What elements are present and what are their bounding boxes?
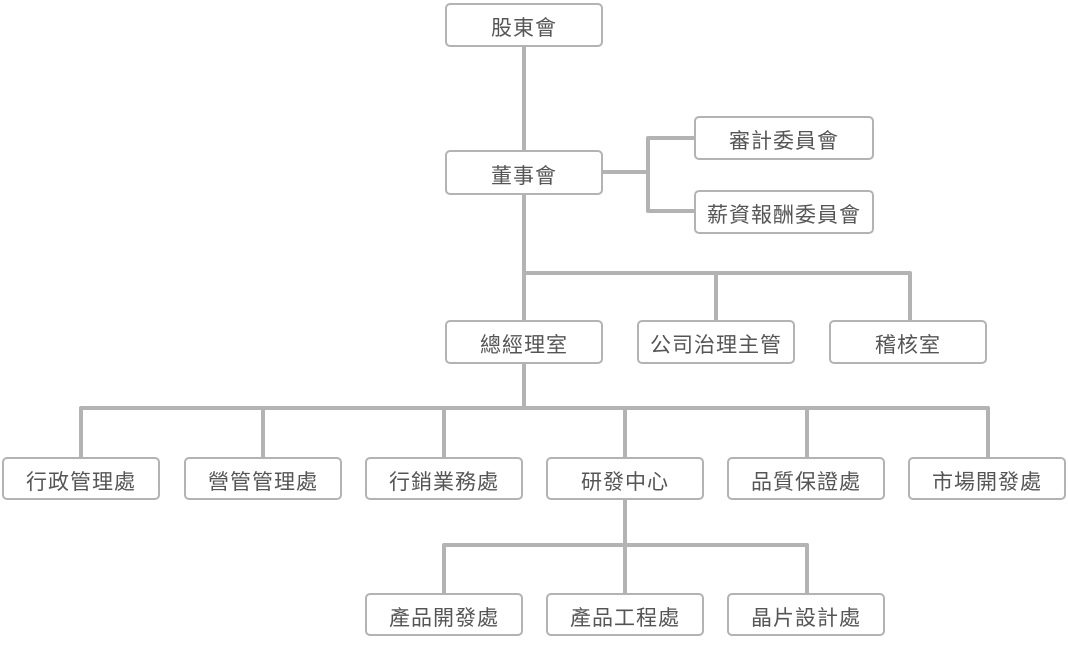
internal-audit-label: 稽核室 (875, 333, 941, 357)
audit-committee-label: 審計委員會 (729, 129, 839, 153)
connector-board-management (522, 193, 912, 322)
compensation-committee-label: 薪資報酬委員會 (707, 203, 861, 227)
board-label: 董事會 (491, 163, 557, 188)
governance-officer-node: 公司治理主管 (637, 320, 795, 364)
quality-assurance-division-label: 品質保證處 (751, 469, 861, 494)
product-engineering-department-node: 產品工程處 (546, 593, 704, 636)
chip-design-department-node: 晶片設計處 (727, 593, 885, 636)
product-development-department-label: 產品開發處 (389, 605, 499, 630)
business-management-division-node: 營管管理處 (184, 457, 342, 500)
rd-center-label: 研發中心 (581, 469, 669, 494)
connector-president-divisions (79, 362, 990, 459)
chip-design-department-label: 晶片設計處 (751, 605, 861, 630)
shareholders-label: 股東會 (491, 16, 557, 40)
product-engineering-department-label: 產品工程處 (570, 605, 680, 630)
market-development-division-node: 市場開發處 (908, 457, 1066, 500)
product-development-department-node: 產品開發處 (365, 593, 523, 636)
sales-division-node: 行銷業務處 (365, 457, 523, 500)
shareholders-node: 股東會 (445, 3, 603, 47)
quality-assurance-division-node: 品質保證處 (727, 457, 885, 500)
connector-rd-departments (442, 498, 809, 595)
business-management-division-label: 營管管理處 (208, 469, 318, 494)
president-office-node: 總經理室 (445, 320, 603, 364)
board-node: 董事會 (445, 150, 603, 195)
governance-officer-label: 公司治理主管 (650, 333, 782, 357)
internal-audit-node: 稽核室 (829, 320, 987, 364)
market-development-division-label: 市場開發處 (932, 469, 1042, 494)
compensation-committee-node: 薪資報酬委員會 (694, 190, 874, 234)
admin-division-node: 行政管理處 (2, 457, 160, 500)
sales-division-label: 行銷業務處 (389, 469, 499, 494)
admin-division-label: 行政管理處 (26, 469, 136, 494)
rd-center-node: 研發中心 (546, 457, 704, 500)
connector-board-committees (601, 136, 697, 213)
president-office-label: 總經理室 (480, 333, 568, 357)
audit-committee-node: 審計委員會 (694, 116, 874, 160)
